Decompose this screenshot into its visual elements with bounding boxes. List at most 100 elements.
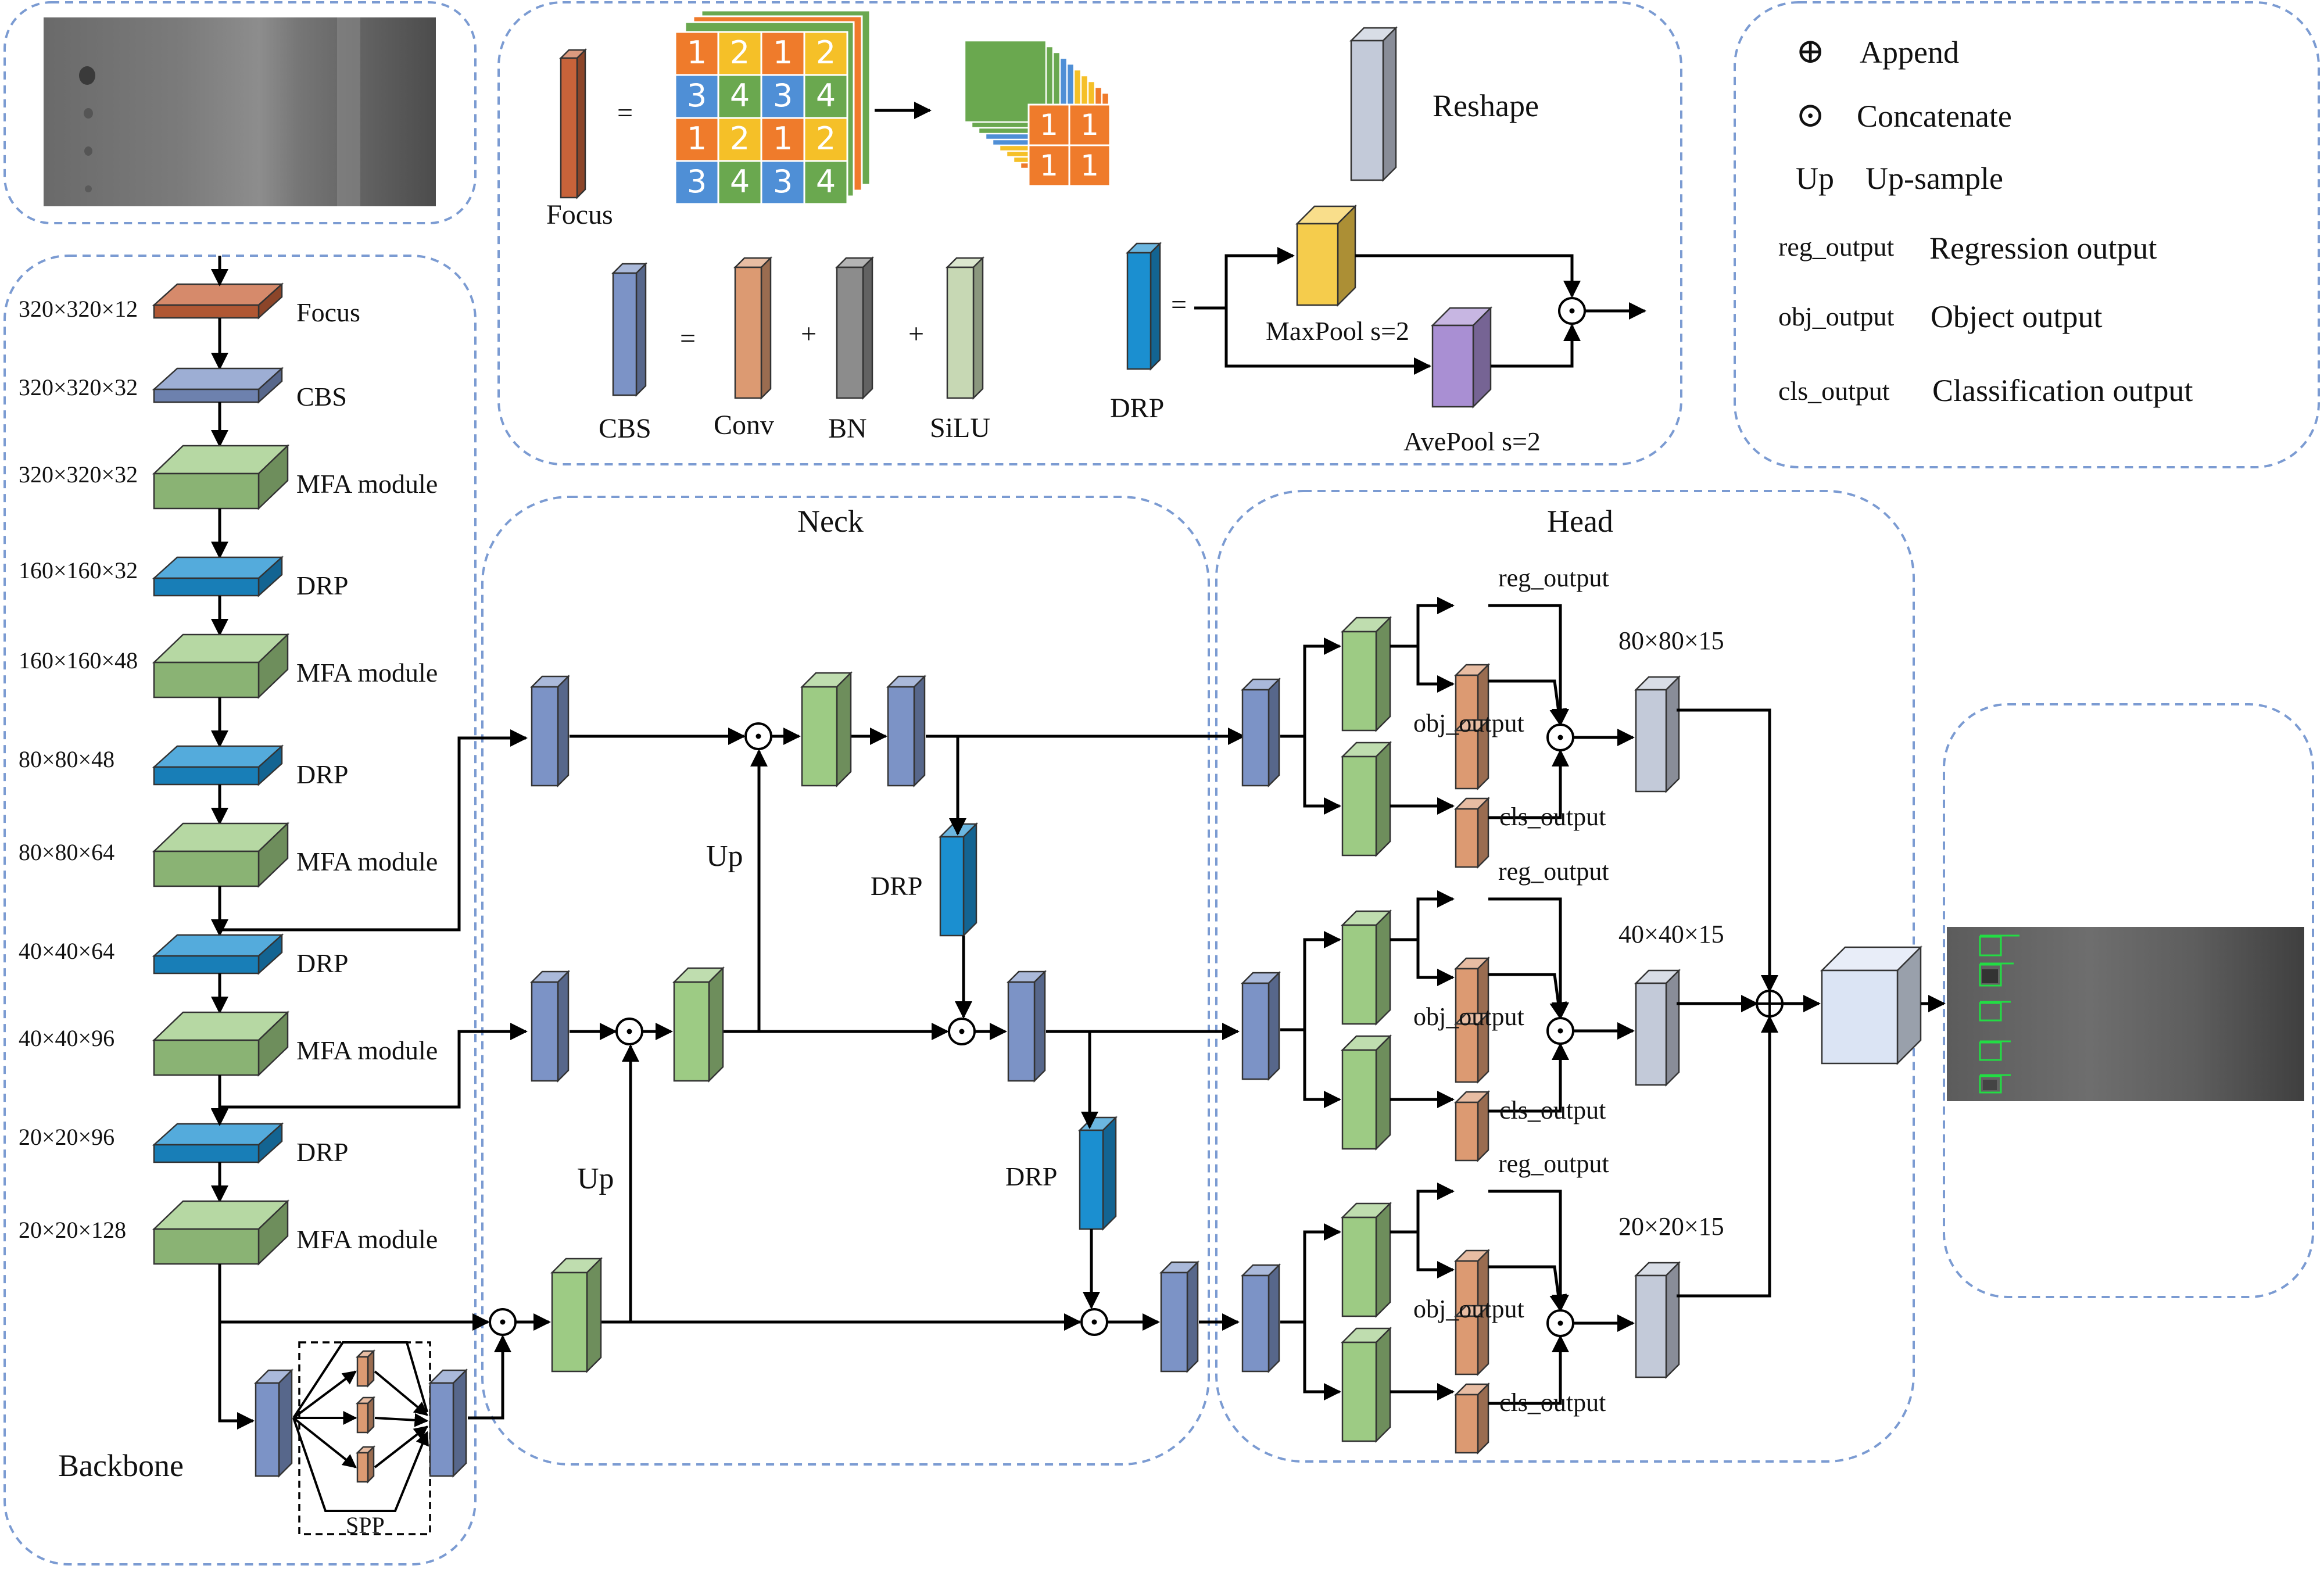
- backbone-name-7: MFA module: [296, 847, 438, 876]
- neck-drp-2-block: [1077, 1115, 1118, 1231]
- head-branch-1-mfa-top: [1340, 615, 1392, 733]
- focus-grid-cell: 3: [773, 77, 793, 114]
- head-panel: [1215, 490, 1915, 1463]
- reg-symbol: reg_output: [1778, 232, 1895, 262]
- head-branch-2-cbs: [1240, 970, 1281, 1081]
- focus-def-equals: =: [617, 98, 633, 128]
- neck-up-2: Up: [577, 1162, 614, 1195]
- backbone-layer-10: [152, 1122, 284, 1164]
- concat-symbol: ⊙: [1796, 96, 1825, 134]
- silu-def-block: [945, 256, 985, 400]
- obj-symbol: obj_output: [1778, 302, 1895, 331]
- conv-def-label: Conv: [714, 410, 774, 440]
- head-branch-2-obj-join: [1488, 973, 1567, 1020]
- backbone-dim-5: 160×160×48: [19, 647, 138, 674]
- backbone-name-8: DRP: [296, 948, 348, 978]
- legend-panel: [1734, 1, 2320, 468]
- backbone-name-11: MFA module: [296, 1224, 438, 1254]
- backbone-layer-7: [152, 822, 290, 888]
- head-title: Head: [1547, 504, 1613, 539]
- head-branch-2-obj-label: obj_output: [1413, 1002, 1524, 1031]
- head-branch-2-to-obj: [1416, 940, 1455, 986]
- focus-grid-cell: 3: [773, 163, 793, 200]
- focus-grid-cell: 1: [773, 34, 793, 71]
- backbone-dim-9: 40×40×96: [19, 1025, 114, 1051]
- head-branch-1-dim-label: 80×80×15: [1618, 626, 1724, 655]
- neck-concat-mid2: [948, 1018, 976, 1045]
- backbone-layer-11: [152, 1199, 290, 1266]
- head-branch-2-cls-block: [1453, 1090, 1491, 1163]
- head-branch-1-to-reg: [1390, 597, 1455, 648]
- backbone-dim-10: 20×20×96: [19, 1124, 114, 1150]
- focus-grid-cell: 4: [730, 77, 750, 114]
- focus-grid-cell: 2: [730, 34, 750, 71]
- spp-line-3: [292, 1417, 357, 1468]
- head-branch-3-obj-join: [1488, 1265, 1567, 1312]
- backbone-dim-1: 320×320×12: [19, 296, 138, 322]
- maxpool-out-line: [1355, 254, 1581, 298]
- head-branch-1-cls-label: cls_output: [1499, 803, 1606, 831]
- head-branch-1-obj-block: [1453, 718, 1491, 791]
- drp-def-equals: =: [1171, 289, 1187, 320]
- head-append: [1756, 990, 1784, 1018]
- head-branch-3-mfa-top: [1340, 1201, 1392, 1319]
- head-branch-2-split-bot: [1303, 1030, 1341, 1108]
- plus-2: +: [908, 318, 924, 349]
- head-branch-2-to-reg: [1390, 890, 1455, 941]
- backbone-layer: Backbone SPP: [58, 1448, 385, 1538]
- head-branch-2-concat: [1546, 1017, 1574, 1045]
- maxpool-label: MaxPool s=2: [1266, 316, 1409, 346]
- head-branch-2-reg-block: [1453, 956, 1491, 1029]
- plus-1: +: [801, 318, 817, 349]
- bn-def-label: BN: [828, 413, 867, 444]
- cls-label: Classification output: [1932, 373, 2193, 408]
- head-branch-2-reg-label: reg_output: [1498, 857, 1609, 886]
- avepool-label: AvePool s=2: [1403, 427, 1541, 456]
- neck-layer: Neck Up Up DRP DRP: [577, 504, 1057, 1195]
- final-reshape-block: [1820, 945, 1923, 1066]
- focus-grid-cell: 3: [687, 163, 707, 200]
- bn-def-block: [835, 256, 875, 400]
- head-branch-1-cbs: [1240, 677, 1281, 788]
- head-branch-2-reshape: [1634, 968, 1681, 1087]
- backbone-name-6: DRP: [296, 760, 348, 789]
- spp-line-4: [292, 1417, 429, 1512]
- cbs-def-block: [611, 262, 648, 397]
- sliced-grid-cell: 1: [1040, 149, 1058, 182]
- backbone-name-5: MFA module: [296, 658, 438, 687]
- neck-mfa-mid: [672, 966, 725, 1083]
- neck-mfa-bot: [550, 1256, 603, 1374]
- avepool-out-line: [1491, 324, 1581, 368]
- focus-grid-cell: 4: [816, 77, 836, 114]
- append-label: Append: [1860, 35, 1959, 70]
- neck-concat-mid: [615, 1018, 643, 1045]
- focus-grid-cell: 4: [816, 163, 836, 200]
- definitions-layer: Focus = Reshape CBS = Conv + BN + SiLU D…: [546, 88, 1541, 456]
- backbone-layer-2: [152, 367, 284, 404]
- focus-grid-cell: 1: [687, 120, 707, 157]
- head-branch-3-cls-up: [1488, 1335, 1569, 1405]
- conv-def-block: [733, 256, 773, 400]
- backbone-dim-11: 20×20×128: [19, 1217, 126, 1243]
- tap-40-to-neck: [220, 1023, 528, 1109]
- spp-line-1: [292, 1370, 357, 1419]
- drp-def-label: DRP: [1110, 393, 1164, 424]
- head-branch-2-mfa-top: [1340, 909, 1392, 1026]
- drp-def-concat: [1558, 297, 1586, 325]
- head-branch-1-mfa-bot: [1340, 740, 1392, 858]
- head-merge-top: [1677, 708, 1778, 993]
- cbs-def-equals: =: [680, 323, 696, 354]
- focus-grid-cell: 2: [816, 34, 836, 71]
- neck-cbs-top: [529, 674, 571, 788]
- spp-to-concat: [468, 1335, 511, 1420]
- backbone-dim-8: 40×40×64: [19, 938, 114, 964]
- head-branch-2-cls-label: cls_output: [1499, 1096, 1606, 1124]
- spp-out-cbs: [428, 1368, 468, 1478]
- backbone-layer-3: [152, 444, 290, 510]
- head-branch-2-obj-block: [1453, 1011, 1491, 1084]
- reg-label: Regression output: [1929, 231, 2157, 266]
- avepool-block: [1430, 306, 1493, 409]
